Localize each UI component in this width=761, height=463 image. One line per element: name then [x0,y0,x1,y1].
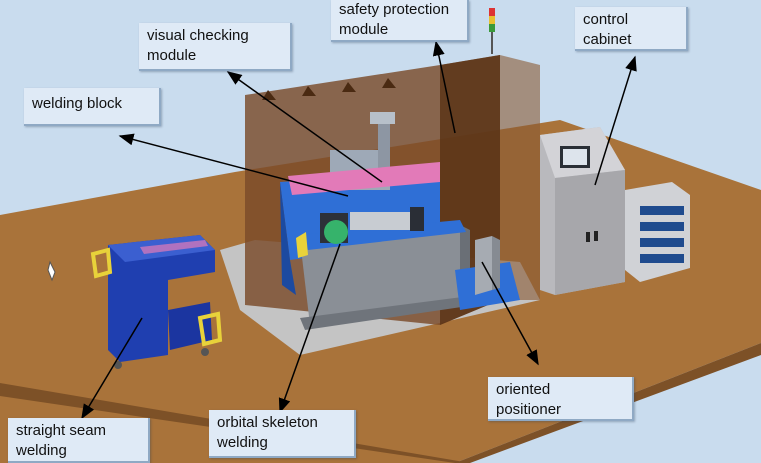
callout-line: positioner [496,401,562,418]
callout-orbital-skeleton: orbital skeleton welding [209,410,356,458]
callout-line: welding [217,434,268,451]
signal-tower [489,8,495,54]
arrow-welding-block [118,133,349,197]
callout-line: control [583,11,629,28]
arrow-oriented-positioner [481,261,539,366]
callout-arrows [81,40,637,420]
callout-welding-block: welding block [24,88,161,126]
callout-line: cabinet [583,31,632,48]
arrow-visual-checking [226,71,383,183]
arrow-control-cabinet [594,55,637,186]
callout-line: welding block [32,95,123,112]
callout-visual-checking: visual checking module [139,23,292,71]
callout-line: welding [16,442,67,459]
callout-straight-seam: straight seam welding [8,418,150,463]
mouse-cursor-icon [47,260,56,282]
callout-line: visual checking [147,27,249,44]
callout-line: safety protection [339,1,450,18]
storage-rack [625,182,690,282]
callout-safety-protection: safety protection module [331,0,469,42]
control-cabinet-unit [540,127,625,295]
arrow-safety-protection [432,40,456,134]
callout-oriented-positioner: oriented positioner [488,377,634,421]
callout-control-cabinet: control cabinet [575,7,688,51]
arrow-straight-seam [81,317,143,420]
orbital-skeleton-machine [280,112,475,330]
callout-line: oriented [496,381,551,398]
callout-line: module [147,47,197,64]
callout-line: straight seam [16,422,107,439]
oriented-positioner-unit [455,236,520,310]
arrow-orbital-skeleton [278,243,341,414]
callout-line: orbital skeleton [217,414,318,431]
callout-line: module [339,21,389,38]
